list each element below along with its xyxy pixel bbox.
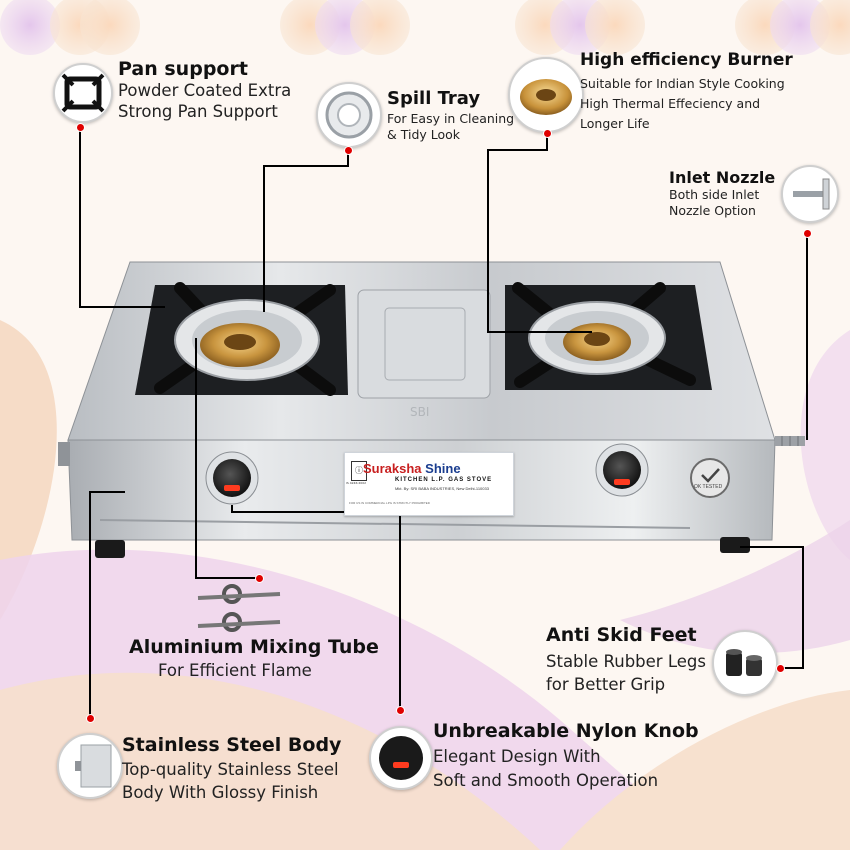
inlet-nozzle-thumbnail [781,165,839,223]
pan-support-title: Pan support [118,58,248,80]
steel-panel-icon [75,744,112,788]
mixing-tube-image [197,584,281,632]
steel-body-desc-line: Top-quality Stainless Steel [122,760,339,779]
brand-fine-print: FOR US IN COMMERCIAL LPG IS STRICTLY PRO… [349,501,430,505]
brand-name: Suraksha Shine [363,461,461,476]
rubber-leg-icon [726,649,762,676]
burner-marker [543,129,552,138]
knob-desc-line: Soft and Smooth Operation [433,770,659,790]
burner-thumbnail [508,57,584,133]
anti-skid-feet-description: Stable Rubber Legs for Better Grip [546,650,706,696]
knob-title: Unbreakable Nylon Knob [433,720,699,742]
steel-body-description: Top-quality Stainless Steel Body With Gl… [122,758,339,804]
inlet-nozzle-marker [803,229,812,238]
anti-skid-feet-marker [776,664,785,673]
steel-body-desc-line: Body With Glossy Finish [122,783,319,803]
spill-tray-marker [344,146,353,155]
knob-marker [396,706,405,715]
steel-body-thumbnail [57,733,123,799]
inlet-nozzle-desc-line: Both side Inlet [669,187,760,202]
steel-body-title: Stainless Steel Body [122,734,342,756]
pan-support-desc-line: Powder Coated Extra [118,81,292,100]
spill-tray-desc-line: & Tidy Look [387,126,461,142]
brand-maker: Mkt. By: SRI BABA INDUSTRIES, New Delhi-… [395,486,489,491]
pan-support-thumbnail [53,63,113,123]
pan-support-desc-line: Strong Pan Support [118,101,278,121]
knob-thumbnail [369,726,433,790]
mixing-tube-marker [255,574,264,583]
embossed-logo: SBI [410,405,429,419]
pan-support-description: Powder Coated Extra Strong Pan Support [118,81,291,122]
pan-support-icon [61,73,105,113]
check-icon [701,468,720,483]
spill-tray-thumbnail [316,82,382,148]
inlet-nozzle-desc-line: Nozzle Option [669,202,756,218]
burner-description: Suitable for Indian Style Cooking High T… [580,74,785,134]
brand-subtitle: KITCHEN L.P. GAS STOVE [395,477,493,483]
burner-desc-line: Suitable for Indian Style Cooking [580,76,785,91]
spill-tray-description: For Easy in Cleaning & Tidy Look [387,111,514,142]
isi-mark-icon: ⓘ [351,461,367,481]
spill-tray-desc-line: For Easy in Cleaning [387,111,515,126]
brand-name-part1: Suraksha [363,461,422,476]
knob-desc-line: Elegant Design With [433,747,601,766]
burner-title: High efficiency Burner [580,50,793,70]
ok-tested-badge: OK TESTED [690,458,730,498]
knob-icon [379,736,423,780]
mixing-tube-title: Aluminium Mixing Tube [129,636,379,658]
anti-skid-feet-thumbnail [712,630,778,696]
anti-skid-feet-desc-line: for Better Grip [546,675,666,695]
knob-description: Elegant Design With Soft and Smooth Oper… [433,745,658,793]
burner-desc-line: Longer Life [580,116,650,131]
spill-tray-title: Spill Tray [387,88,481,109]
pan-support-marker [76,123,85,132]
spill-tray-icon [325,91,373,139]
steel-body-marker [86,714,95,723]
burner-icon [520,79,572,115]
brand-label-plate: ⓘ IS 4246:2002 Suraksha Shine KITCHEN L.… [344,452,514,516]
inlet-nozzle-description: Both side Inlet Nozzle Option [669,187,759,218]
nozzle-icon [793,178,830,210]
anti-skid-feet-desc-line: Stable Rubber Legs [546,652,706,671]
brand-name-part2: Shine [425,461,461,476]
mixing-tube-description: For Efficient Flame [158,661,312,682]
anti-skid-feet-title: Anti Skid Feet [546,624,697,646]
mixing-tube-desc-line: For Efficient Flame [158,661,312,680]
isi-label: IS 4246:2002 [346,481,367,485]
ok-tested-label: OK TESTED [694,484,723,490]
burner-desc-line: High Thermal Effeciency and [580,96,761,111]
inlet-nozzle-title: Inlet Nozzle [669,168,776,187]
